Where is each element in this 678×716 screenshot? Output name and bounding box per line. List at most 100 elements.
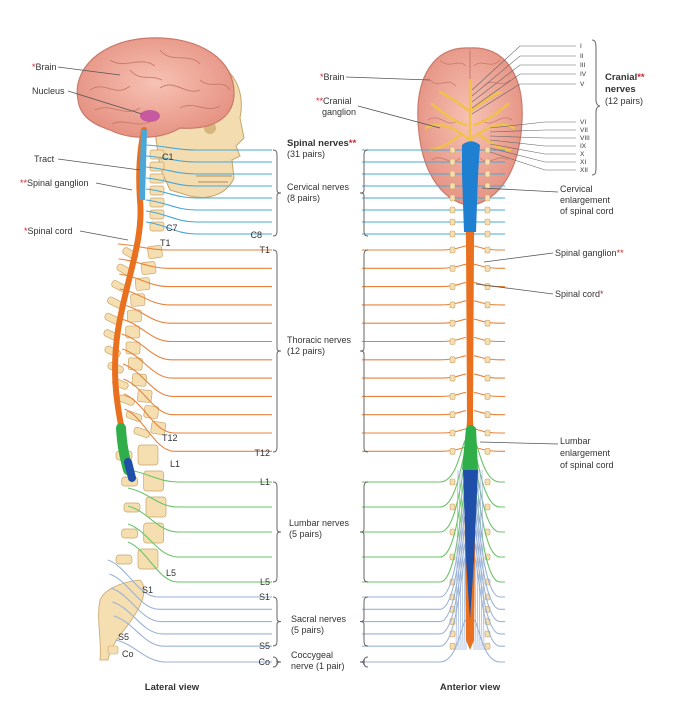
anterior-ganglion (449, 170, 456, 178)
anterior-ganglion (484, 429, 491, 437)
cranial-numeral: VI (580, 119, 586, 126)
group-bracket (359, 249, 369, 453)
lateral-nerve-line (145, 155, 272, 163)
lateral-nerve-line (145, 144, 272, 151)
anterior-nerve-line-right (473, 391, 505, 397)
brain-fold (159, 49, 201, 65)
anterior-nerve-line-right (473, 336, 505, 343)
anterior-nerve-line-right (473, 373, 505, 379)
lateral-nerve-line (107, 559, 272, 598)
cranial-numeral: II (580, 53, 584, 60)
lateral-nerve-line (124, 408, 272, 452)
anterior-ganglion (484, 356, 491, 364)
anterior-nerve-line-left (362, 555, 467, 647)
label-spinal-ganglion-anterior: Spinal ganglion** (555, 248, 624, 258)
vertebra (140, 261, 157, 275)
vertebra (143, 470, 165, 492)
brain-fold (439, 59, 467, 67)
group-bracket (272, 149, 282, 237)
lateral-nerves (107, 144, 272, 663)
lateral-nerve-line (112, 601, 272, 635)
cranial-numeral: IX (580, 143, 587, 150)
anterior-ganglion (484, 338, 491, 345)
anterior-nerve-line-left (362, 541, 467, 635)
anterior-nerve-line-left (362, 391, 467, 397)
lateral-nerve-line (145, 166, 272, 175)
vertebra (149, 197, 165, 208)
anterior-ganglion (484, 218, 491, 226)
anterior-ganglion (484, 246, 491, 254)
coccyx (107, 645, 119, 655)
brain-fold (479, 157, 509, 162)
label-cranial-ganglion-1: **Cranial (316, 96, 352, 106)
anterior-ganglion (484, 478, 491, 486)
lateral-nerve-line (145, 177, 272, 187)
anterior-nerve-line-left (362, 439, 467, 483)
label-thoracic-nerves: Thoracic nerves (287, 335, 352, 345)
group-bracket (272, 656, 282, 668)
cranial-numeral: VII (580, 127, 588, 134)
anterior-ganglion (449, 230, 456, 238)
lateral-nerve-line (122, 348, 272, 379)
anterior-ganglion (449, 264, 456, 272)
label-cranial-nerves-count: (12 pairs) (605, 96, 643, 106)
anterior-nerve-line-right (473, 300, 505, 306)
group-bracket (359, 149, 369, 237)
cranial-leader (471, 73, 576, 109)
anterior-nerve-line-left (362, 513, 467, 610)
anterior-ganglion (449, 503, 456, 511)
anterior-nerve-line-left (362, 428, 467, 434)
group-bracket (272, 596, 282, 647)
anterior-ganglion (484, 283, 491, 290)
anterior-ganglion (484, 503, 491, 511)
cranial-leader (489, 121, 576, 129)
anterior-ganglion (484, 393, 491, 400)
anterior-ganglion (449, 301, 456, 309)
label-cranial-nerves-1: Cranial** (605, 72, 645, 83)
cauda-equina-strand (477, 469, 481, 651)
lateral-nerve-line (110, 587, 272, 623)
vertebra (137, 444, 159, 466)
cranial-leader (489, 129, 576, 133)
anterior-ganglion (484, 170, 491, 178)
brain-lateral (76, 37, 235, 138)
anterior-nerve-line-left (362, 336, 467, 343)
anterior-ganglion (449, 194, 456, 202)
label-cranial-ganglion-2: ganglion (322, 107, 356, 117)
cranial-numeral: III (580, 62, 586, 69)
level-s5-mid: S5 (259, 641, 270, 651)
group-bracket (272, 481, 282, 583)
anterior-ganglion (449, 374, 456, 382)
anterior-ganglion (484, 447, 491, 455)
cauda-equina-strand (461, 469, 465, 651)
vertebra (134, 277, 151, 291)
level-c7: C7 (166, 223, 178, 233)
group-bracket (359, 656, 369, 668)
label-thoracic-count: (12 pairs) (287, 346, 325, 356)
brain-fold (199, 79, 231, 91)
lateral-nerve-line (127, 523, 272, 558)
anterior-conus (463, 470, 478, 620)
spinous-process (125, 410, 143, 422)
label-cervical-enlargement-1: Cervical (560, 184, 593, 194)
anterior-nerve-line-right (473, 355, 505, 361)
lateral-nerve-line (119, 273, 272, 288)
lateral-nerve-line (118, 258, 272, 269)
level-s1-lateral: S1 (142, 585, 153, 595)
anterior-ganglion (449, 158, 456, 166)
brain-fold (129, 69, 163, 81)
anterior-nerve-line-left (362, 463, 467, 533)
anterior-ganglion (449, 182, 456, 190)
label-nucleus: Nucleus (32, 86, 65, 96)
vertebra (126, 309, 142, 323)
cranial-leader (489, 147, 576, 163)
anterior-ganglion (449, 146, 456, 154)
cauda-equina-strand (481, 469, 485, 651)
anterior-ganglion (484, 319, 491, 327)
cauda-equina-strand (479, 469, 483, 651)
vertebra (127, 357, 143, 371)
cranial-numeral: XII (580, 167, 588, 174)
cranial-nerve-branch (424, 123, 472, 142)
label-coccygeal: Coccygeal (291, 650, 333, 660)
anterior-nerve-line-left (362, 355, 467, 361)
